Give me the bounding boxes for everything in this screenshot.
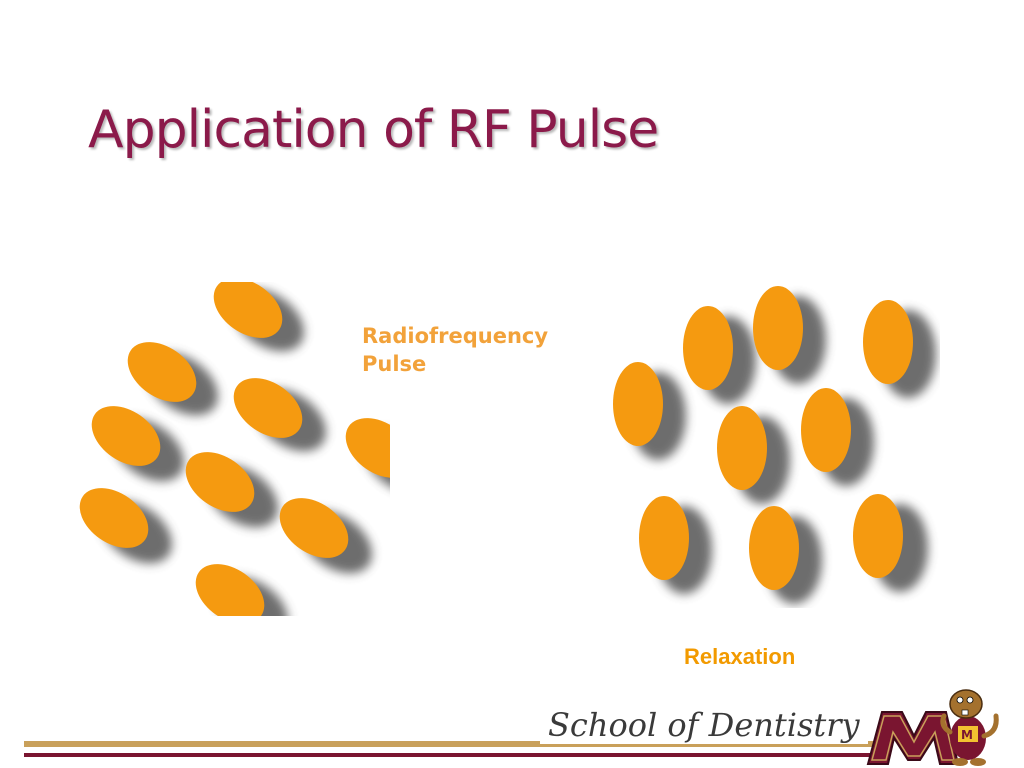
relaxation-panel — [613, 286, 936, 604]
nucleus-left-6 — [185, 452, 279, 528]
rf-pulse-label-line2: Pulse — [362, 352, 427, 376]
relaxation-label: Relaxation — [684, 644, 796, 669]
slide-title: Application of RF Pulse — [88, 100, 659, 160]
nucleus-right-4 — [613, 362, 686, 460]
svg-text:M: M — [961, 728, 973, 742]
rf-pulse-label-line1: Radiofrequency — [362, 324, 549, 348]
nucleus-left-9 — [195, 564, 289, 616]
nucleus-right-1 — [683, 306, 756, 404]
nucleus-right-6 — [801, 388, 874, 486]
rf-pulse-panel — [79, 282, 390, 616]
nucleus-left-7 — [79, 488, 173, 564]
nucleus-right-3 — [863, 300, 936, 398]
nucleus-left-3 — [233, 378, 327, 452]
nucleus-right-7 — [639, 496, 712, 594]
footer-maroon-rule — [24, 753, 876, 757]
school-of-dentistry-text: School of Dentistry — [540, 706, 868, 744]
rf-pulse-label: Radiofrequency Pulse — [362, 322, 572, 378]
nucleus-right-5 — [717, 406, 790, 504]
nucleus-right-8 — [749, 506, 822, 604]
nucleus-left-1 — [213, 282, 305, 352]
nucleus-left-5 — [345, 418, 390, 494]
gopher-mascot-logo-icon: M — [866, 689, 999, 766]
nucleus-left-8 — [279, 498, 373, 574]
footer-gold-rule — [24, 741, 876, 747]
nucleus-left-2 — [127, 342, 219, 416]
nucleus-left-4 — [91, 406, 185, 482]
nucleus-right-2 — [753, 286, 826, 384]
nucleus-right-9 — [853, 494, 928, 592]
